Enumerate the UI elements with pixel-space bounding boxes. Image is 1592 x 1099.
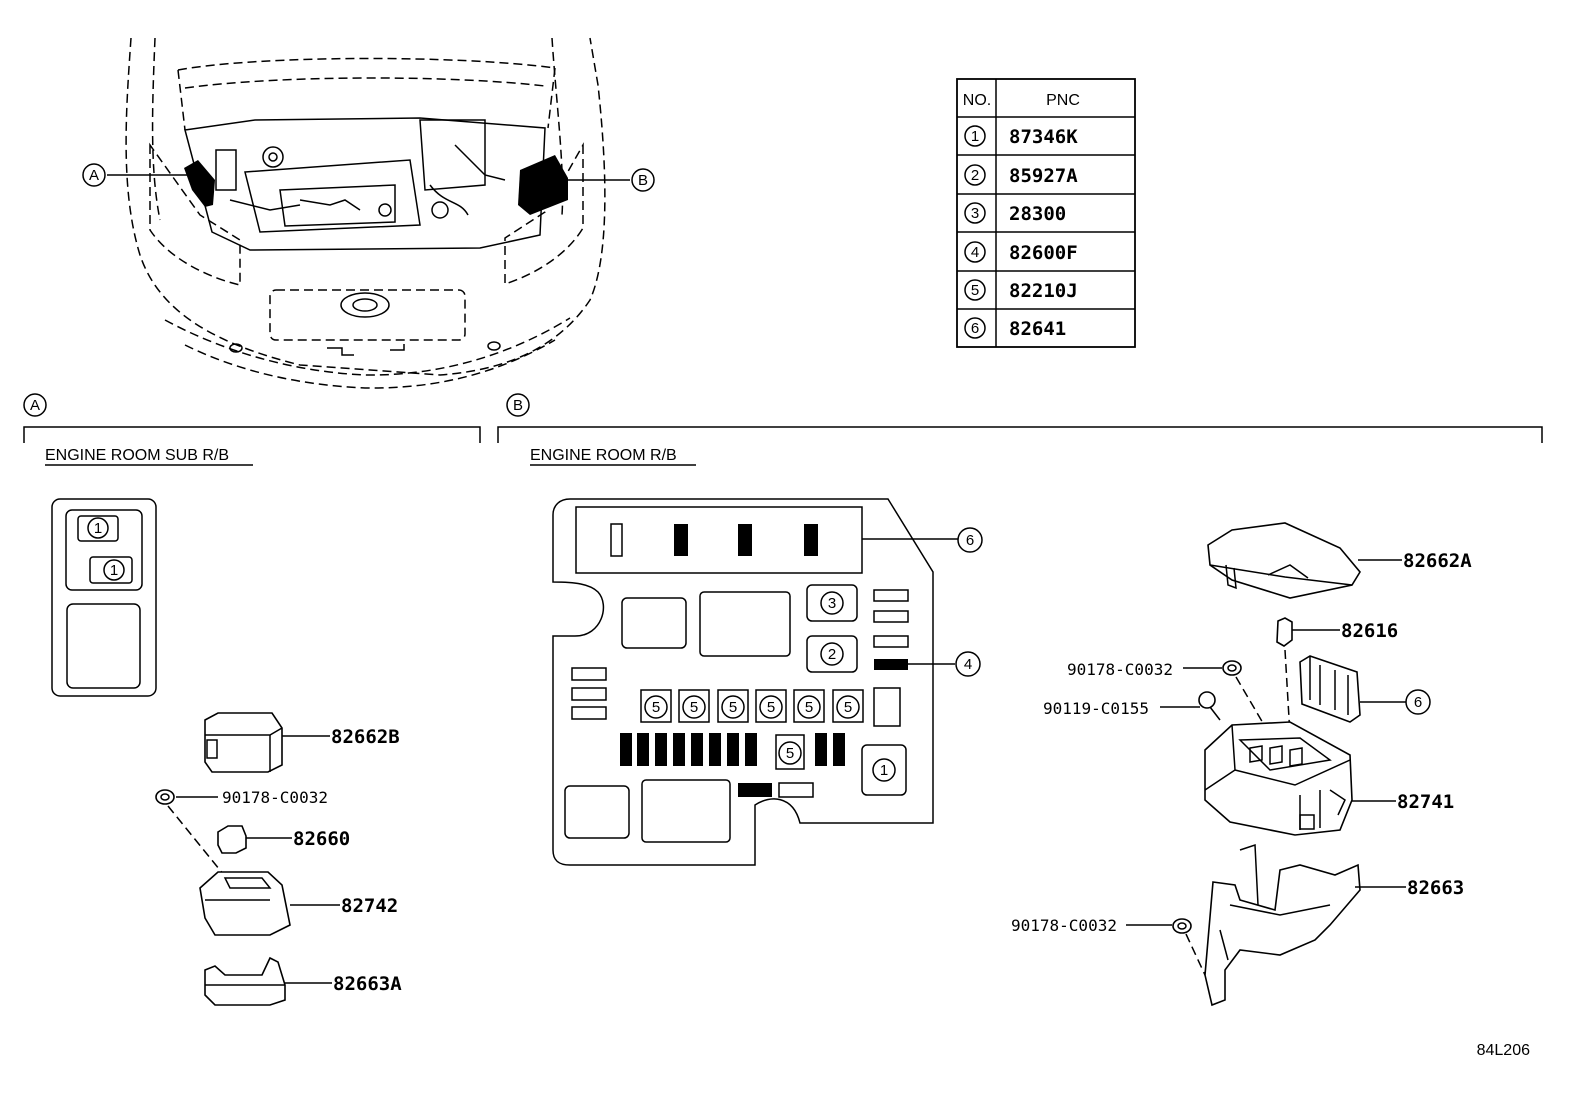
part-90178-C0032-b2: 90178-C0032 bbox=[1011, 916, 1206, 976]
svg-text:82663A: 82663A bbox=[333, 973, 402, 995]
part-90178-C0032-b1: 90178-C0032 bbox=[1067, 660, 1271, 736]
sub-rb-location bbox=[184, 160, 215, 207]
svg-text:6: 6 bbox=[966, 532, 974, 549]
main-rb-layout: 3 2 5 5 5 5 5 5 bbox=[552, 498, 958, 866]
section-a-header: A ENGINE ROOM SUB R/B bbox=[23, 393, 481, 466]
pnc-header-no: NO. bbox=[963, 92, 991, 109]
marker-a-car: A bbox=[82, 163, 106, 187]
svg-text:28300: 28300 bbox=[1009, 203, 1066, 225]
svg-text:82662B: 82662B bbox=[331, 726, 400, 748]
svg-text:1: 1 bbox=[971, 128, 979, 145]
pnc-row: 2 85927A bbox=[964, 164, 1078, 187]
callout-6: 6 bbox=[957, 527, 983, 553]
svg-text:5: 5 bbox=[844, 699, 852, 716]
svg-text:82742: 82742 bbox=[341, 895, 398, 917]
part-82616: 82616 bbox=[1276, 617, 1398, 736]
svg-text:90119-C0155: 90119-C0155 bbox=[1043, 699, 1149, 718]
svg-text:82741: 82741 bbox=[1397, 791, 1454, 813]
svg-text:2: 2 bbox=[828, 646, 836, 663]
svg-text:5: 5 bbox=[786, 745, 794, 762]
pnc-row: 5 82210J bbox=[964, 279, 1078, 302]
svg-text:5: 5 bbox=[805, 699, 813, 716]
svg-text:82663: 82663 bbox=[1407, 877, 1464, 899]
part-82663A: 82663A bbox=[204, 956, 402, 1006]
svg-text:87346K: 87346K bbox=[1009, 126, 1078, 148]
section-a-title: ENGINE ROOM SUB R/B bbox=[45, 447, 229, 464]
part-82662B: 82662B bbox=[204, 712, 400, 773]
part-90119-C0155: 90119-C0155 bbox=[1043, 691, 1221, 721]
pnc-row: 4 82600F bbox=[964, 241, 1078, 264]
svg-text:1: 1 bbox=[110, 562, 118, 579]
svg-text:A: A bbox=[30, 397, 40, 414]
svg-text:1: 1 bbox=[94, 520, 102, 537]
part-82663: 82663 bbox=[1204, 843, 1464, 1007]
svg-text:82641: 82641 bbox=[1009, 318, 1066, 340]
svg-text:5: 5 bbox=[690, 699, 698, 716]
section-b-header: B ENGINE ROOM R/B bbox=[497, 393, 1543, 466]
pnc-header-pnc: PNC bbox=[1046, 92, 1080, 109]
car-overview bbox=[107, 37, 630, 389]
svg-text:5: 5 bbox=[767, 699, 775, 716]
svg-text:5: 5 bbox=[729, 699, 737, 716]
callout-4: 4 bbox=[955, 651, 981, 677]
pnc-table: NO. PNC 1 87346K 2 85927A 3 28300 4 8260… bbox=[956, 78, 1136, 348]
svg-text:1: 1 bbox=[880, 762, 888, 779]
svg-text:85927A: 85927A bbox=[1009, 165, 1078, 187]
pnc-row: 1 87346K bbox=[964, 125, 1078, 148]
svg-text:82660: 82660 bbox=[293, 828, 350, 850]
pnc-row: 6 82641 bbox=[964, 317, 1066, 340]
part-82641-relay: 6 bbox=[1299, 655, 1431, 723]
svg-text:A: A bbox=[89, 167, 99, 184]
figure-id: 84L206 bbox=[1477, 1042, 1530, 1059]
svg-text:4: 4 bbox=[964, 656, 972, 673]
section-b-title: ENGINE ROOM R/B bbox=[530, 447, 677, 464]
part-82742: 82742 bbox=[199, 871, 398, 936]
svg-text:82662A: 82662A bbox=[1403, 550, 1472, 572]
svg-text:6: 6 bbox=[971, 320, 979, 337]
part-82662A: 82662A bbox=[1207, 522, 1472, 599]
sub-rb-layout: 1 1 bbox=[51, 498, 157, 697]
part-90178-C0032-a: 90178-C0032 bbox=[155, 788, 328, 881]
svg-text:5: 5 bbox=[652, 699, 660, 716]
svg-text:2: 2 bbox=[971, 167, 979, 184]
svg-text:6: 6 bbox=[1414, 694, 1422, 711]
svg-text:4: 4 bbox=[971, 244, 979, 261]
svg-text:B: B bbox=[638, 172, 648, 189]
svg-text:B: B bbox=[513, 397, 523, 414]
svg-text:90178-C0032: 90178-C0032 bbox=[222, 788, 328, 807]
marker-b-car: B bbox=[631, 168, 655, 192]
svg-text:3: 3 bbox=[971, 205, 979, 222]
svg-text:82616: 82616 bbox=[1341, 620, 1398, 642]
main-rb-location bbox=[518, 155, 568, 215]
svg-text:3: 3 bbox=[828, 595, 836, 612]
svg-text:5: 5 bbox=[971, 282, 979, 299]
pnc-row: 3 28300 bbox=[964, 202, 1066, 225]
svg-text:90178-C0032: 90178-C0032 bbox=[1067, 660, 1173, 679]
engine-sketch bbox=[184, 117, 546, 251]
svg-text:82210J: 82210J bbox=[1009, 280, 1078, 302]
svg-text:82600F: 82600F bbox=[1009, 242, 1078, 264]
part-82660: 82660 bbox=[217, 825, 350, 854]
svg-text:90178-C0032: 90178-C0032 bbox=[1011, 916, 1117, 935]
part-82741: 82741 bbox=[1204, 721, 1454, 836]
